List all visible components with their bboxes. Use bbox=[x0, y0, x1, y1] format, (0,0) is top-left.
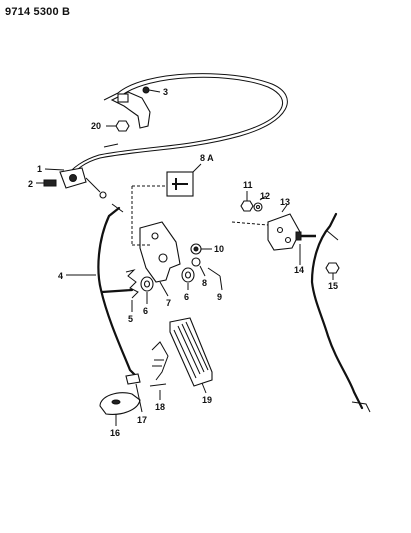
pedal-arm bbox=[66, 203, 140, 380]
callout-12: 12 bbox=[260, 191, 270, 201]
callout-16: 16 bbox=[110, 428, 120, 438]
throttle-cable bbox=[66, 73, 288, 179]
callout-6b: 6 bbox=[184, 292, 189, 302]
item-8a-box bbox=[131, 163, 202, 246]
nut-20 bbox=[106, 120, 130, 132]
bolt-14 bbox=[295, 231, 316, 265]
callout-7: 7 bbox=[166, 298, 171, 308]
callout-5: 5 bbox=[128, 314, 133, 324]
callout-19: 19 bbox=[202, 395, 212, 405]
callout-1: 1 bbox=[37, 164, 42, 174]
pedal-mount bbox=[231, 204, 301, 251]
pin-9 bbox=[207, 267, 223, 291]
pedal-pad bbox=[169, 317, 213, 394]
bushings bbox=[140, 267, 195, 304]
callout-18: 18 bbox=[155, 402, 165, 412]
pedal-rod bbox=[310, 212, 371, 413]
cable-bracket bbox=[110, 86, 161, 129]
callout-6a: 6 bbox=[143, 306, 148, 316]
callout-14: 14 bbox=[294, 265, 304, 275]
washer-12 bbox=[253, 195, 267, 212]
callout-17: 17 bbox=[137, 415, 147, 425]
cable-end bbox=[36, 167, 107, 199]
callout-3: 3 bbox=[163, 87, 168, 97]
spring-bracket bbox=[149, 341, 169, 400]
callout-10: 10 bbox=[214, 244, 224, 254]
callout-11: 11 bbox=[243, 180, 253, 190]
return-spring bbox=[125, 269, 139, 312]
clip-8 bbox=[191, 257, 206, 277]
callout-9: 9 bbox=[217, 292, 222, 302]
callout-15: 15 bbox=[328, 281, 338, 291]
callout-13: 13 bbox=[280, 197, 290, 207]
callout-8: 8 bbox=[202, 278, 207, 288]
diagram-code: 9714 5300 B bbox=[5, 6, 71, 18]
callout-2: 2 bbox=[28, 179, 33, 189]
pedal-bracket bbox=[139, 221, 181, 297]
floor-pivot bbox=[99, 392, 141, 426]
callout-20: 20 bbox=[91, 121, 101, 131]
callout-8a: 8 A bbox=[200, 153, 214, 163]
nut-11 bbox=[240, 191, 254, 212]
nut-15 bbox=[325, 262, 340, 280]
washer-10 bbox=[190, 243, 212, 255]
clip-17 bbox=[125, 373, 143, 413]
callout-4: 4 bbox=[58, 271, 63, 281]
